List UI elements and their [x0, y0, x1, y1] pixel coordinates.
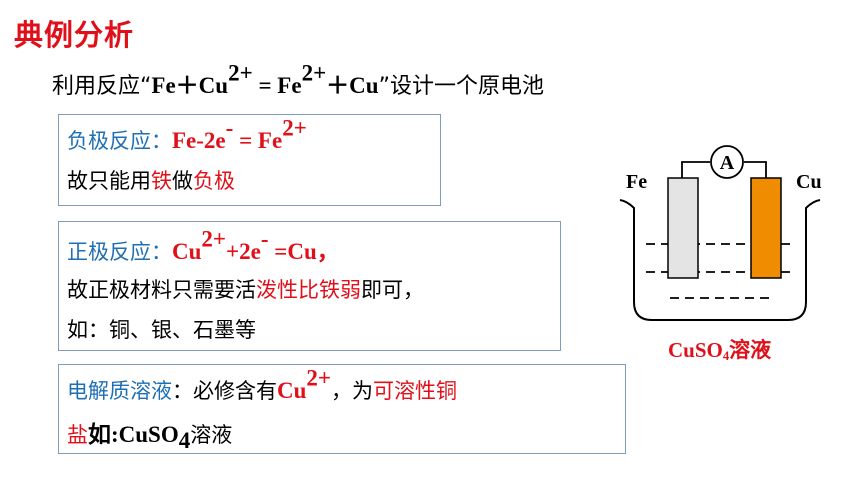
intro-cu: ＋Cu	[326, 73, 379, 98]
solution-label: CuSO4溶液	[668, 334, 771, 364]
electrolyte-example: 如:CuSO	[88, 422, 179, 447]
intro-fe-charge: 2+	[301, 60, 327, 86]
right-wire	[744, 161, 767, 178]
positive-eq-minus: -	[260, 226, 269, 252]
negative-eq-minus: -	[225, 115, 234, 141]
negative-reaction-line: 负极反应：Fe-2e- = Fe2+	[67, 116, 307, 155]
positive-condition-b: 泼性比铁弱	[256, 278, 361, 302]
negative-eq-charge: 2+	[282, 115, 307, 141]
positive-eq-a: Cu	[172, 239, 202, 264]
beaker-outline	[619, 199, 821, 321]
negative-conclusion-line: 故只能用铁做负极	[67, 165, 235, 195]
positive-eq-b: +2e	[226, 239, 261, 264]
galvanic-cell-diagram: A Fe Cu	[619, 145, 822, 321]
positive-reaction-line: 正极反应：Cu2++2e- =Cu，	[67, 227, 340, 266]
negative-conclusion-c: 做	[172, 169, 193, 193]
negative-conclusion-a: 故只能用	[67, 169, 151, 193]
negative-eq-b: = Fe	[233, 128, 283, 153]
electrolyte-cu: Cu	[277, 378, 307, 403]
electrolyte-soluble: 可溶性铜	[373, 379, 458, 403]
positive-condition-c: 即可，	[361, 278, 424, 302]
positive-condition-line: 故正极材料只需要活泼性比铁弱即可，	[67, 274, 424, 304]
negative-eq-a: Fe-2e	[172, 128, 226, 153]
electrolyte-line-1: 电解质溶液：必修含有Cu2+，为可溶性铜	[67, 366, 458, 405]
positive-examples-line: 如：铜、银、石墨等	[67, 318, 256, 342]
electrolyte-line1-c: ，为	[331, 379, 374, 403]
negative-conclusion-anode: 负极	[193, 169, 235, 193]
solution-formula-sub: 4	[722, 349, 730, 364]
electrolyte-line-2: 盐如:CuSO4溶液	[67, 415, 233, 452]
electrolyte-label: 电解质溶液	[67, 379, 172, 403]
electrolyte-solution: 溶液	[190, 423, 233, 447]
ammeter-icon	[710, 145, 744, 179]
fe-electrode	[667, 177, 699, 279]
page-title: 典例分析	[14, 18, 135, 52]
solution-word: 溶液	[729, 338, 772, 362]
intro-text: 利用反应“Fe＋Cu2+ = Fe2+＋Cu”设计一个原电池	[52, 61, 544, 100]
intro-cu-charge: 2+	[228, 60, 253, 86]
electrolyte-salt: 盐	[67, 423, 88, 447]
intro-suffix: ”设计一个原电池	[378, 74, 544, 99]
solution-formula: CuSO	[668, 338, 723, 362]
positive-condition-a: 故正极材料只需要活	[67, 278, 256, 302]
negative-label: 负极反应：	[67, 129, 172, 153]
positive-label: 正极反应：	[67, 240, 172, 264]
electrolyte-example-sub: 4	[178, 427, 191, 453]
electrolyte-cu-charge: 2+	[306, 365, 332, 391]
cu-electrode	[750, 177, 782, 279]
positive-electrode-box: 正极反应：Cu2++2e- =Cu， 故正极材料只需要活泼性比铁弱即可， 如：铜…	[58, 221, 561, 351]
left-wire	[681, 161, 710, 178]
negative-conclusion-iron: 铁	[151, 169, 172, 193]
intro-eq: = Fe	[252, 73, 302, 98]
cu-label: Cu	[796, 171, 822, 193]
positive-eq-charge: 2+	[201, 226, 227, 252]
negative-electrode-box: 负极反应：Fe-2e- = Fe2+ 故只能用铁做负极	[58, 114, 441, 206]
positive-eq-c: =Cu，	[268, 239, 340, 264]
ammeter-label: A	[720, 152, 735, 174]
intro-prefix: 利用反应“	[52, 74, 152, 99]
electrolyte-line1-a: ：必修含有	[172, 379, 277, 403]
intro-fe: Fe＋Cu	[151, 73, 229, 98]
fe-label: Fe	[626, 171, 647, 193]
electrolyte-box: 电解质溶液：必修含有Cu2+，为可溶性铜 盐如:CuSO4溶液	[58, 364, 626, 454]
